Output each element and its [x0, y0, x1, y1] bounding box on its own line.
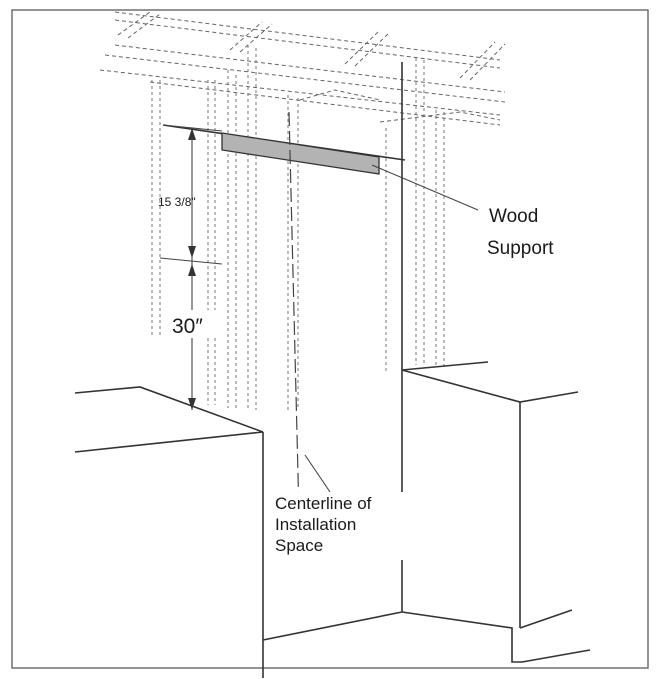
wood-support-label-line2: Support [487, 238, 554, 259]
diagram-frame [11, 9, 649, 669]
centerline-leader [304, 454, 331, 493]
wood-support-board [221, 132, 380, 175]
centerline-label-line2: Installation [275, 515, 356, 534]
wall-studs [151, 45, 445, 410]
centerline-label-line3: Space [275, 536, 323, 555]
dim-label-lower: 30″ [172, 315, 203, 338]
ceiling-joists [99, 11, 506, 126]
centerline [288, 111, 301, 556]
wood-support-label-line1: Wood [489, 206, 538, 227]
floor-line [262, 611, 403, 641]
left-cabinet [74, 386, 264, 453]
right-cabinet [401, 361, 591, 663]
dim-label-upper: 15 3/8" [158, 195, 196, 209]
wood-support-leader [371, 164, 479, 211]
dimension-line [159, 124, 223, 410]
centerline-label-line1: Centerline of [275, 494, 372, 513]
